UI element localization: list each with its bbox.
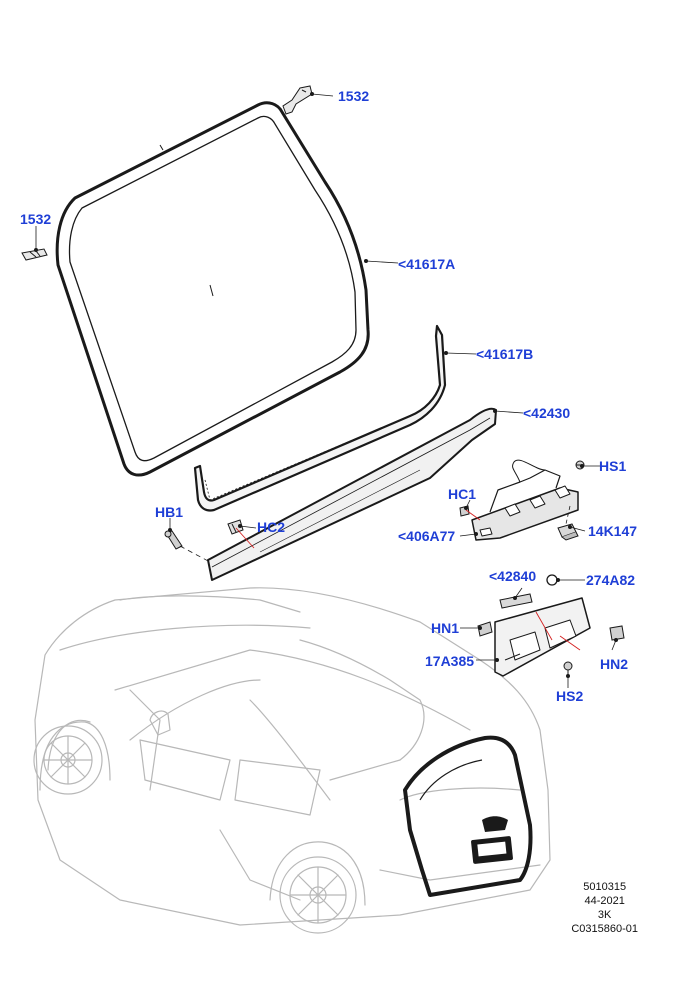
leader-dots	[34, 92, 618, 678]
screw-hn2	[609, 625, 625, 641]
vehicle-outline	[33, 587, 551, 934]
callout-hb1: HB1	[155, 504, 184, 520]
vehicle-tailgate-glass	[403, 735, 533, 897]
callout-42430: <42430	[523, 405, 571, 421]
leader-lines	[35, 93, 617, 688]
callout-hn2: HN2	[600, 656, 629, 672]
leader-lines-red	[235, 509, 581, 651]
plate-panel-17a385	[494, 597, 591, 677]
callout-14k147: 14K147	[588, 523, 638, 539]
drawing-number: 5010315	[583, 881, 627, 893]
callout-hc2: HC2	[257, 519, 286, 535]
callout-406a77: <406A77	[398, 528, 456, 544]
switch-14k147	[557, 523, 579, 541]
callout-41617a: <41617A	[398, 256, 456, 272]
finisher-42430	[207, 407, 497, 581]
ring-274a82	[546, 574, 558, 586]
callout-274a82: 274A82	[586, 572, 636, 588]
handle-assembly-406a77	[471, 459, 579, 541]
screw-hn1	[477, 621, 493, 637]
weatherstrip-41617a	[55, 101, 370, 477]
clip-1532-top	[282, 85, 313, 115]
callout-41617b: <41617B	[476, 346, 534, 362]
callout-hn1: HN1	[431, 620, 460, 636]
callout-hs1: HS1	[599, 458, 627, 474]
callout-1532-left: 1532	[20, 211, 52, 227]
drawing-info: 5010315 44-2021 3K C0315860-01	[571, 880, 638, 936]
bolt-hb1	[164, 530, 183, 550]
callout-1532-top: 1532	[338, 88, 370, 104]
clip-hc2	[227, 519, 244, 535]
callout-hc1: HC1	[448, 486, 477, 502]
pad-42840	[499, 593, 533, 609]
seal-41617b	[193, 324, 447, 512]
drawing-date-code: 44-2021	[584, 895, 625, 907]
callout-hs2: HS2	[556, 688, 584, 704]
callout-17a385: 17A385	[425, 653, 475, 669]
drawing-revision: 3K	[597, 909, 612, 921]
callout-42840: <42840	[489, 568, 537, 584]
drawing-reference: C0315860-01	[571, 923, 638, 935]
